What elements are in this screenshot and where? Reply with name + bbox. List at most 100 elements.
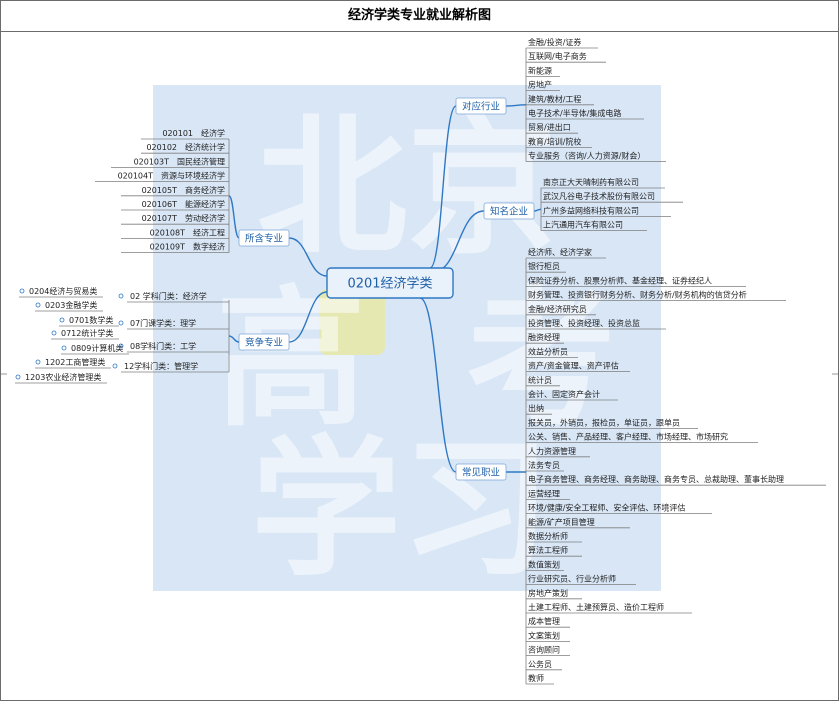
competing-child: 1202工商管理类 bbox=[45, 357, 105, 367]
companies-node bbox=[483, 202, 535, 220]
expand-marker-icon bbox=[35, 359, 41, 365]
industry-item: 电子技术/半导体/集成电路 bbox=[528, 108, 621, 118]
job-item: 投资管理、投资经理、投资总监 bbox=[528, 318, 640, 328]
collapse-marker-icon bbox=[118, 293, 124, 299]
industry-item: 互联网/电子商务 bbox=[528, 51, 587, 61]
edge-root-majors bbox=[288, 237, 328, 277]
industry-item: 教育/培训/院校 bbox=[528, 136, 581, 146]
edge-companies-list bbox=[533, 208, 542, 212]
job-item: 数值策划 bbox=[528, 559, 560, 569]
root-node-label: 0201经济学类 bbox=[347, 276, 432, 292]
job-item: 成本管理 bbox=[528, 616, 560, 626]
companies-node-label: 知名企业 bbox=[490, 206, 528, 218]
competing-child: 0203金融学类 bbox=[45, 300, 97, 310]
watermark-text: 学习 bbox=[251, 423, 551, 597]
watermark-text: 北京 bbox=[257, 101, 557, 275]
job-item: 环境/健康/安全工程师、安全评估、环境评估 bbox=[528, 503, 685, 513]
job-item: 公关、销售、产品经理、客户经理、市场经理、市场研究 bbox=[528, 432, 728, 442]
company-item: 南京正大天晴制药有限公司 bbox=[543, 177, 639, 187]
competing-child: 1203农业经济管理类 bbox=[25, 372, 101, 382]
job-item: 融资经理 bbox=[528, 332, 560, 342]
major-item: 020103T 国民经济管理 bbox=[134, 156, 225, 166]
job-item: 金融/经济研究员 bbox=[528, 304, 587, 314]
job-item: 保险证券分析、股票分析师、基金经理、证券经纪人 bbox=[528, 275, 712, 285]
edge-industries-list bbox=[505, 104, 527, 107]
industry-item: 新能源 bbox=[528, 65, 552, 75]
majors-node-label: 所含专业 bbox=[245, 233, 283, 245]
job-item: 房地产策划 bbox=[528, 588, 568, 598]
major-item: 020106T 能源经济学 bbox=[142, 199, 225, 209]
major-item: 020107T 劳动经济学 bbox=[142, 213, 225, 223]
industries-node bbox=[455, 97, 507, 115]
company-item: 上汽通用汽车有限公司 bbox=[543, 220, 623, 230]
job-item: 效益分析员 bbox=[528, 346, 568, 356]
company-item: 武汉凡谷电子技术股份有限公司 bbox=[543, 191, 655, 201]
job-item: 算法工程师 bbox=[528, 545, 568, 555]
industries-node-label: 对应行业 bbox=[462, 101, 500, 113]
industry-item: 金融/投资/证券 bbox=[528, 37, 581, 47]
collapse-marker-icon bbox=[112, 363, 118, 369]
job-item: 出纳 bbox=[528, 403, 544, 413]
job-item: 财务管理、投资银行财务分析、财务分析/财务机构的信贷分析 bbox=[528, 290, 747, 300]
edge-root-jobs bbox=[419, 297, 457, 473]
job-item: 会计、固定资产会计 bbox=[528, 389, 600, 399]
job-item: 统计员 bbox=[528, 375, 552, 385]
root-node bbox=[326, 267, 454, 299]
major-item: 020102 经济统计学 bbox=[146, 142, 225, 152]
job-item: 资产/资金管理、资产评估 bbox=[528, 361, 619, 371]
job-item: 能源/矿产项目管理 bbox=[528, 517, 595, 527]
job-item: 电子商务管理、商务经理、商务助理、商务专员、总裁助理、董事长助理 bbox=[528, 474, 784, 484]
job-item: 土建工程师、土建预算员、造价工程师 bbox=[528, 602, 664, 612]
majors-node bbox=[238, 229, 290, 247]
expand-marker-icon bbox=[35, 302, 41, 308]
collapse-marker-icon bbox=[118, 320, 124, 326]
job-item: 经济师、经济学家 bbox=[528, 247, 592, 257]
job-item: 人力资源管理 bbox=[528, 446, 576, 456]
industry-item: 专业服务（咨询/人力资源/财会） bbox=[528, 151, 645, 161]
major-item: 020109T 数字经济 bbox=[150, 242, 225, 252]
competing-group: 02 学科门类：经济学 bbox=[130, 291, 207, 301]
job-item: 运营经理 bbox=[528, 488, 560, 498]
expand-marker-icon bbox=[19, 288, 25, 294]
major-item: 020104T 资源与环境经济学 bbox=[118, 171, 225, 181]
job-item: 教师 bbox=[528, 673, 544, 683]
watermark-text: 高 bbox=[216, 273, 366, 447]
edge-root-competing bbox=[288, 291, 328, 343]
job-item: 法务专员 bbox=[528, 460, 560, 470]
collapse-marker-icon bbox=[118, 343, 124, 349]
job-item: 行业研究员、行业分析师 bbox=[528, 574, 616, 584]
watermark-logo bbox=[319, 289, 385, 355]
edge-competing-list bbox=[228, 335, 240, 343]
competing-child: 0701数学类 bbox=[69, 315, 113, 325]
company-item: 广州多益网络科技有限公司 bbox=[543, 205, 639, 215]
major-item: 020105T 商务经济学 bbox=[142, 185, 225, 195]
job-item: 报关员，外销员，报检员，单证员，跟单员 bbox=[528, 417, 680, 427]
competing-child: 0204经济与贸易类 bbox=[29, 286, 97, 296]
job-item: 数据分析师 bbox=[528, 531, 568, 541]
edge-majors-list bbox=[228, 195, 240, 239]
competing-child: 0712统计学类 bbox=[61, 328, 113, 338]
major-item: 020101 经济学 bbox=[162, 128, 225, 138]
job-item: 咨询顾问 bbox=[528, 645, 560, 655]
expand-marker-icon bbox=[51, 330, 57, 336]
major-item: 020108T 经济工程 bbox=[150, 227, 225, 237]
job-item: 文案策划 bbox=[528, 630, 560, 640]
expand-marker-icon bbox=[61, 345, 67, 351]
job-item: 银行柜员 bbox=[528, 261, 560, 271]
competing-node-label: 竞争专业 bbox=[245, 337, 283, 349]
industry-item: 房地产 bbox=[528, 80, 552, 90]
jobs-node bbox=[455, 463, 507, 481]
job-item: 公务员 bbox=[528, 659, 552, 669]
edge-root-industries bbox=[429, 105, 457, 269]
industry-item: 贸易/进出口 bbox=[528, 122, 571, 132]
watermark-background bbox=[153, 85, 661, 591]
expand-marker-icon bbox=[15, 374, 21, 380]
watermark-text: 考 bbox=[466, 273, 616, 447]
jobs-node-label: 常见职业 bbox=[462, 467, 500, 479]
expand-marker-icon bbox=[59, 317, 65, 323]
watermark: 北京高考学习 bbox=[153, 85, 661, 597]
competing-group: 12学科门类：管理学 bbox=[124, 361, 198, 371]
page-title: 经济学类专业就业解析图 bbox=[1, 1, 838, 32]
industry-item: 建筑/教材/工程 bbox=[528, 94, 581, 104]
